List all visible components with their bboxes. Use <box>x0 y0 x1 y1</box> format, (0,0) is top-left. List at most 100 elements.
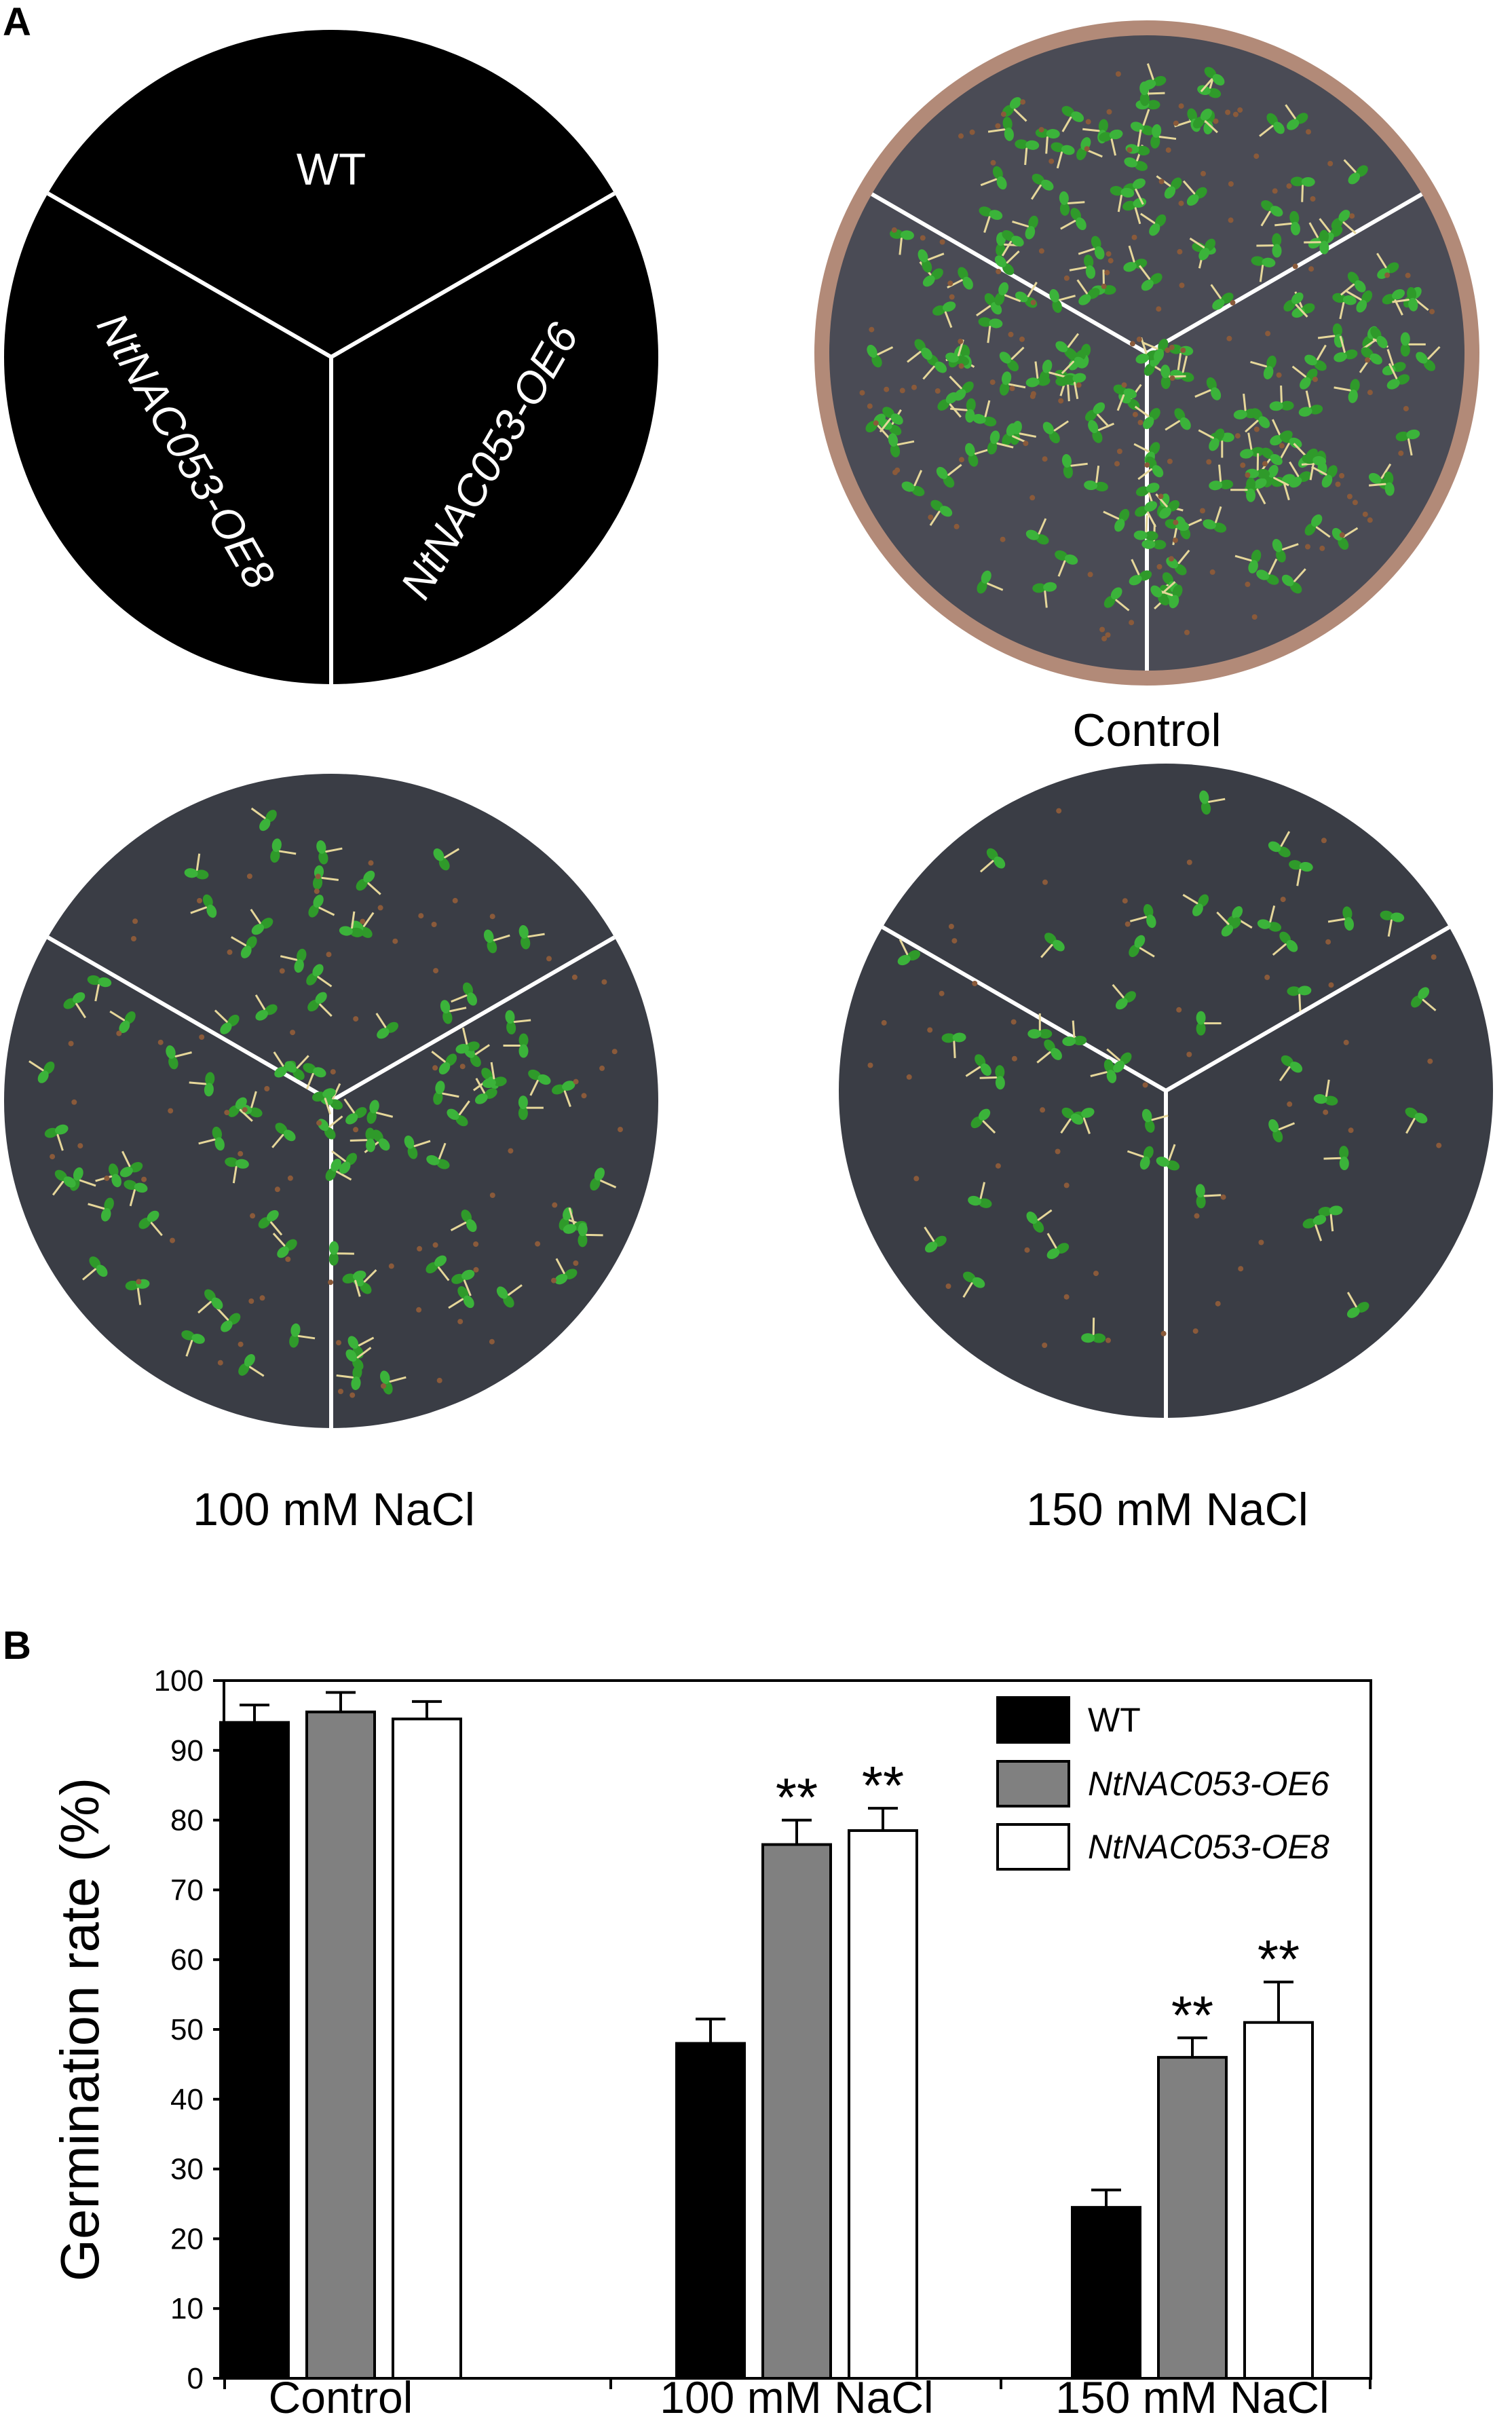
seedling-leaf <box>1123 388 1137 399</box>
seedling-leaf <box>1159 507 1171 519</box>
seedling-stem <box>1067 333 1080 349</box>
seedling-leaf <box>1169 595 1179 609</box>
seedling <box>970 1108 996 1134</box>
seedling-leaf <box>1203 519 1216 529</box>
seedling-leaf <box>1081 1333 1095 1343</box>
seedling-leaf <box>1174 408 1186 421</box>
seedling-stem <box>949 375 963 390</box>
seedling-leaf <box>1272 539 1283 552</box>
seedling-leaf <box>1386 262 1399 274</box>
seed <box>238 1150 244 1157</box>
seedling-leaf <box>1156 1157 1170 1167</box>
seed <box>873 420 879 426</box>
seedling-leaf <box>983 416 997 427</box>
seedling <box>1192 109 1218 134</box>
seedling-stem <box>1003 293 1021 303</box>
seedling-leaf <box>377 1028 390 1039</box>
seedling-leaf <box>1197 85 1211 96</box>
seedling <box>433 848 460 871</box>
seedling <box>63 992 87 1019</box>
seedling-leaf <box>1164 186 1176 199</box>
seedling-leaf <box>1042 421 1054 434</box>
seedling <box>1279 432 1302 459</box>
seedling <box>1274 210 1300 236</box>
seed <box>1142 1082 1148 1088</box>
seedling-leaf <box>1152 124 1162 138</box>
seedling-leaf <box>1211 387 1222 400</box>
seedling-stem <box>121 1150 132 1168</box>
seedling-leaf <box>1085 265 1096 279</box>
seedling-leaf <box>1256 569 1270 580</box>
seedling-stem <box>1260 210 1272 227</box>
seed <box>431 922 437 927</box>
seedling <box>225 1157 249 1184</box>
seedling-stem <box>1327 918 1346 923</box>
seedling <box>82 1256 108 1281</box>
seed <box>927 1027 933 1033</box>
seedling-leaf <box>1334 352 1347 362</box>
y-axis-label: Germination rate (%) <box>50 1778 110 2281</box>
seedling-stem <box>1103 510 1120 521</box>
seedling-leaf <box>1346 1307 1360 1318</box>
seedling-leaf <box>999 352 1011 364</box>
seed <box>199 1034 205 1040</box>
legend-plate-divider-1 <box>330 191 616 359</box>
seedling-stem <box>1250 360 1268 368</box>
seedling-leaf <box>1266 355 1277 369</box>
y-tick-label: 60 <box>170 1943 204 1976</box>
seedling-stem <box>1387 918 1393 937</box>
seedling-stem <box>947 464 962 476</box>
seed <box>1306 129 1311 135</box>
seedling-leaf <box>1144 531 1158 541</box>
seedling-stem <box>336 1374 354 1379</box>
seed <box>1237 107 1243 113</box>
seedling <box>590 1167 617 1191</box>
seedling-leaf <box>1406 429 1420 440</box>
seedling-leaf <box>1361 290 1373 303</box>
seedling-stem <box>29 1060 45 1072</box>
seedling <box>1257 905 1282 932</box>
seedling-leaf <box>426 1155 440 1165</box>
seedling-leaf <box>303 1063 316 1074</box>
seedling <box>366 1100 394 1124</box>
seed <box>1176 1007 1182 1013</box>
seedling-leaf <box>1416 352 1428 364</box>
seedling-stem <box>1279 831 1291 848</box>
seedling-stem <box>907 350 922 363</box>
seedling-stem <box>362 912 375 928</box>
seedling-leaf <box>978 1198 992 1208</box>
seedling-stem <box>1376 252 1388 269</box>
seedling-stem <box>979 859 995 873</box>
seed <box>1280 897 1286 903</box>
seed <box>1431 954 1437 960</box>
seed <box>859 390 865 396</box>
seedling <box>932 301 956 329</box>
seedling-leaf <box>978 1108 991 1121</box>
seedling-leaf <box>1150 585 1163 598</box>
seed <box>1292 263 1298 269</box>
seedling-leaf <box>1195 1184 1205 1198</box>
seedling-leaf <box>1042 359 1053 373</box>
seedling-stem <box>1012 220 1029 228</box>
seedling-leaf <box>1091 236 1101 250</box>
seedling-stem <box>1142 109 1150 127</box>
seedling-leaf <box>1011 236 1024 247</box>
seedling-leaf <box>1289 476 1302 488</box>
seedling-leaf <box>1309 405 1323 415</box>
seedling-stem <box>375 1111 394 1118</box>
seedling-leaf <box>518 1033 529 1047</box>
legend-swatch <box>996 1823 1070 1871</box>
seedling-stem <box>1301 184 1304 202</box>
seedling <box>1027 1013 1053 1039</box>
seedling <box>284 1055 309 1081</box>
seedling-leaf <box>329 1099 343 1110</box>
seed <box>349 1392 356 1398</box>
seed <box>1106 109 1112 115</box>
seedling-stem <box>1046 1233 1058 1250</box>
seedling-leaf <box>1368 472 1382 484</box>
seed <box>377 905 383 911</box>
seed <box>1213 118 1219 124</box>
seedling <box>1140 212 1167 236</box>
seedling-stem <box>1048 371 1066 378</box>
